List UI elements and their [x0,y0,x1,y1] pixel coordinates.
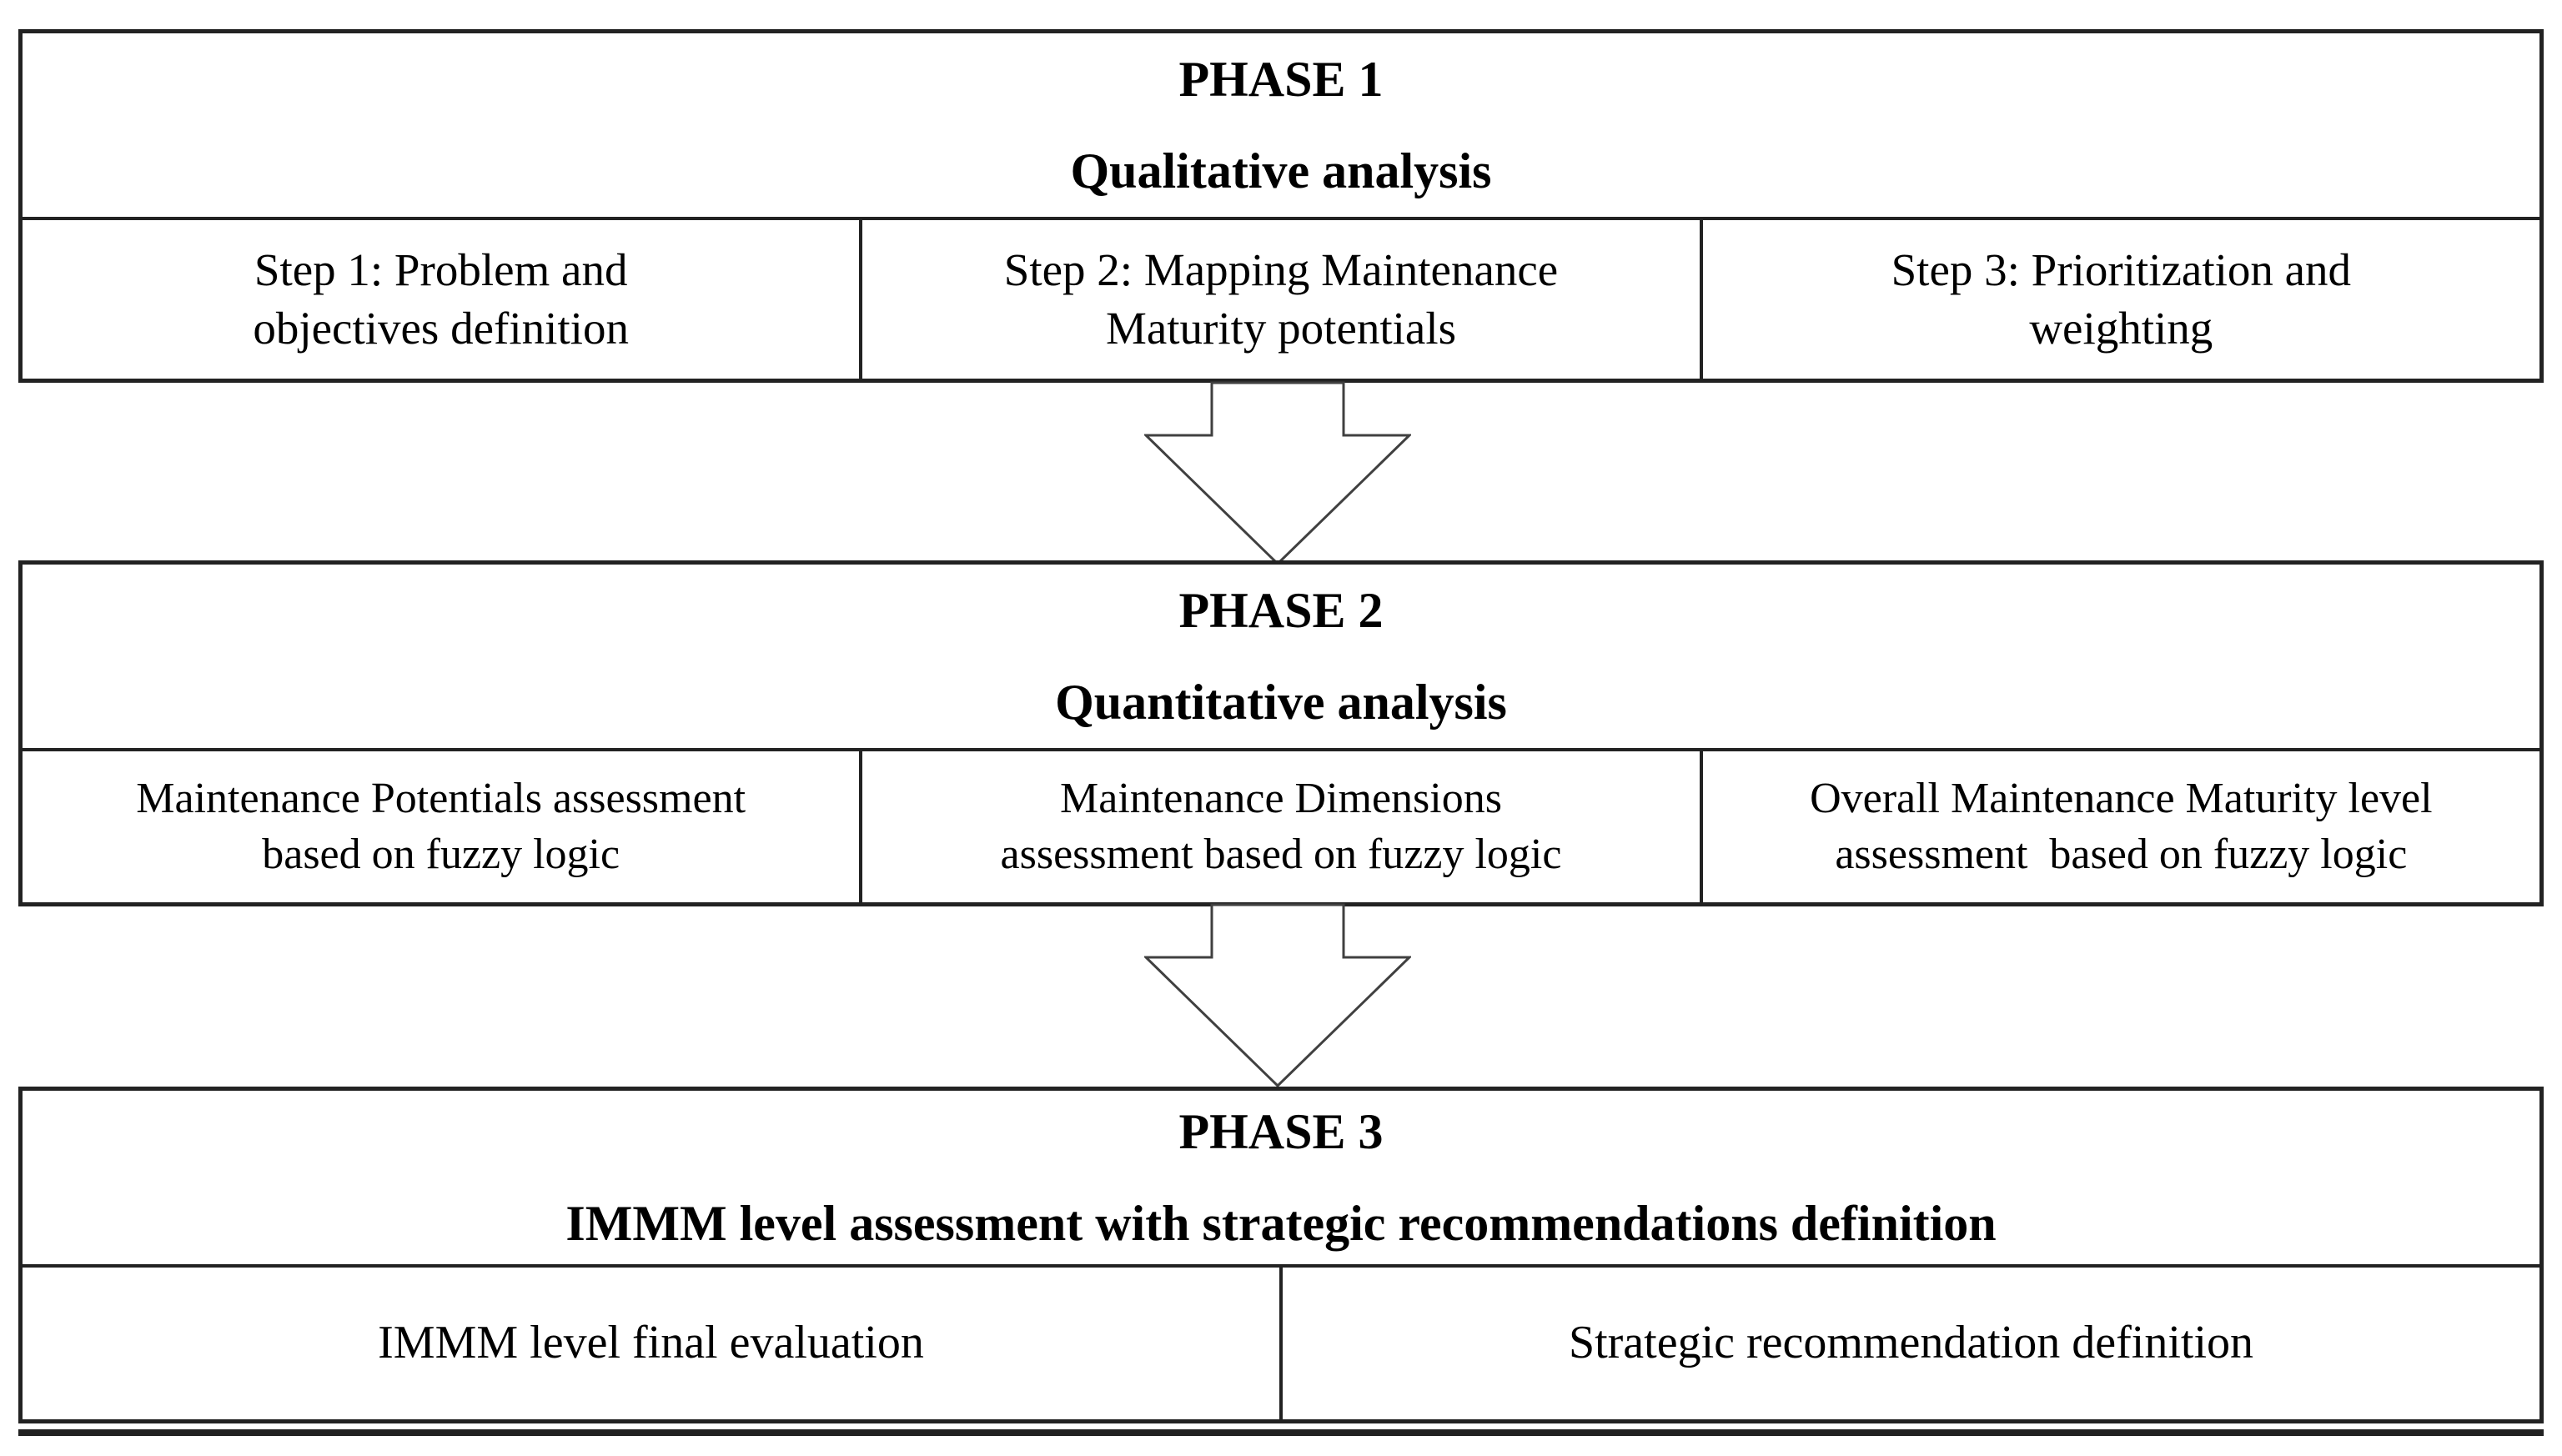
cell-text-line: Step 2: Mapping Maintenance [1003,244,1559,295]
phase-2-table: PHASE 2 Quantitative analysis Maintenanc… [18,560,2544,906]
phase-3-cell-strategic-recommendation: Strategic recommendation definition [1279,1268,2539,1419]
phase-1-title: PHASE 1 [1178,52,1384,107]
down-arrow-shape [1144,381,1411,566]
cell-text-line: Overall Maintenance Maturity level [1810,774,2433,822]
phase-3-title: PHASE 3 [1178,1104,1384,1159]
phase-3-subtitle: IMMM level assessment with strategic rec… [565,1196,1997,1251]
cell-text-line: Maturity potentials [1105,303,1457,354]
down-arrow-icon [1144,903,1411,1088]
cell-text-line: assessment based on fuzzy logic [1000,830,1562,878]
cell-text-line: weighting [2029,303,2213,354]
phase-2-steps-row: Maintenance Potentials assessment based … [23,751,2539,902]
phase-2-header: PHASE 2 Quantitative analysis [23,565,2539,751]
phase-2-cell-dimensions: Maintenance Dimensions assessment based … [859,751,1699,902]
cell-text-line: Step 3: Prioritization and [1891,244,2352,295]
bottom-double-border [18,1429,2544,1436]
phase-2-title: PHASE 2 [1178,583,1384,638]
phase-1-cell-step-1: Step 1: Problem and objectives definitio… [23,220,859,379]
cell-text-line: Maintenance Potentials assessment [136,774,746,822]
cell-text-line: Strategic recommendation definition [1568,1317,2254,1369]
phase-1-steps-row: Step 1: Problem and objectives definitio… [23,220,2539,379]
phase-2-cell-overall-maturity: Overall Maintenance Maturity level asses… [1699,751,2539,902]
cell-text-line: assessment based on fuzzy logic [1835,830,2408,878]
phase-3-header: PHASE 3 IMMM level assessment with strat… [23,1091,2539,1268]
cell-text-line: Maintenance Dimensions [1060,774,1502,822]
down-arrow-icon [1144,381,1411,566]
phase-3-steps-row: IMMM level final evaluation Strategic re… [23,1268,2539,1419]
phase-3-cell-final-evaluation: IMMM level final evaluation [23,1268,1279,1419]
phase-1-table: PHASE 1 Qualitative analysis Step 1: Pro… [18,29,2544,383]
phase-1-cell-step-3: Step 3: Prioritization and weighting [1699,220,2539,379]
phase-3-table: PHASE 3 IMMM level assessment with strat… [18,1087,2544,1423]
phase-2-cell-potentials: Maintenance Potentials assessment based … [23,751,859,902]
phase-2-subtitle: Quantitative analysis [1055,675,1507,730]
cell-text-line: Step 1: Problem and [254,244,628,295]
cell-text-line: based on fuzzy logic [262,830,620,878]
phase-1-subtitle: Qualitative analysis [1070,143,1492,198]
phase-1-header: PHASE 1 Qualitative analysis [23,33,2539,220]
phase-1-cell-step-2: Step 2: Mapping Maintenance Maturity pot… [859,220,1699,379]
cell-text-line: objectives definition [253,303,629,354]
cell-text-line: IMMM level final evaluation [378,1317,924,1369]
down-arrow-shape [1144,903,1411,1088]
